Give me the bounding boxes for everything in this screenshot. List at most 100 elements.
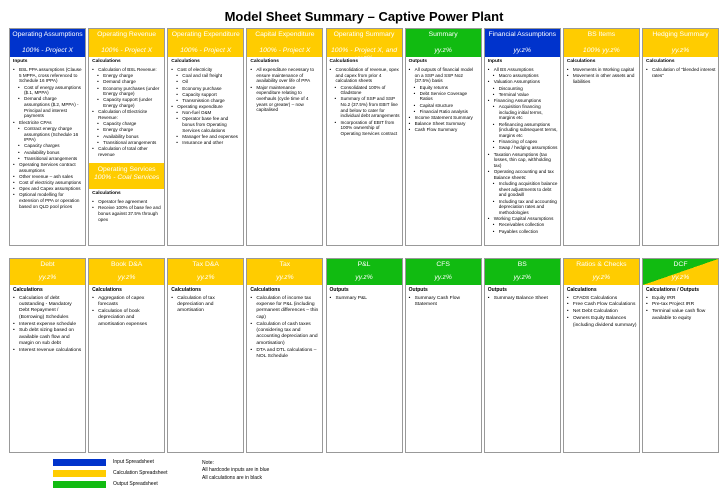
bullet-item: Cash Flow Summary (409, 127, 479, 133)
sheet-scope: yy.z% (38, 274, 57, 281)
bullet-item: Summary Cash Flow Statement (409, 296, 479, 309)
bullet-item: Receivables collection (488, 222, 558, 228)
sheet-body: CalculationsOperator fee agreementReceiv… (89, 189, 164, 222)
sheet-body: CalculationsCFADS CalculationsFree Cash … (564, 285, 639, 329)
sheet-title: Operating Assumptions (12, 31, 83, 38)
bullet-list: Summary P&L (330, 296, 400, 303)
bullet-item: Capital structure (409, 103, 479, 109)
bullet-item: All expenditure necessary to ensure main… (250, 67, 320, 84)
sheet-scope: yy.z% (355, 274, 373, 281)
sheet-scope: yy.z% (434, 47, 452, 54)
section-heading: Calculations (329, 59, 359, 64)
sheet-tax-danda[interactable]: Tax D&Ayy.z%CalculationsCalculation of t… (167, 258, 245, 453)
bullet-item: All BS Assumptions (488, 67, 558, 73)
section-heading: Calculations (92, 287, 122, 293)
bullet-list: Cost of electricityCoal and rail freight… (171, 67, 241, 146)
bullet-item: Free Cash Flow Calculations (567, 302, 637, 309)
bullet-item: DTA and DTL calculations – NOL Schedule (250, 348, 320, 361)
bullet-item: Macro assumptions (488, 73, 558, 79)
bullet-item: Availability bonus (92, 134, 162, 140)
section-heading: Calculations (250, 287, 281, 293)
sheet-body: CalculationsCalculation of debt outstand… (10, 285, 85, 355)
sheet-scope: 100% - Coal Services (93, 174, 160, 182)
bullet-item: Taxation Assumptions (tax losses, thin c… (488, 152, 558, 169)
bullet-item: Energy charge (92, 127, 162, 133)
bullet-item: Operator fee agreement (92, 199, 162, 205)
bullet-list: All BS AssumptionsMacro assumptionsValua… (488, 67, 558, 234)
sheet-title: Ratios & Checks (576, 261, 627, 268)
bullet-list: Calculation of "blended interest rates" (646, 67, 716, 78)
sheet-title: Capital Expenditure (255, 31, 315, 38)
legend-label: Input Spreadsheet (113, 459, 154, 465)
bullet-item: Cost of energy assumptions ($.1, MPPA) (13, 85, 83, 96)
section-heading: Inputs (13, 59, 28, 64)
bullet-item: Contract energy charge assumptions (Sche… (13, 126, 83, 143)
bullet-item: Calculation of tax depreciation and amor… (171, 296, 241, 315)
sheet-debt[interactable]: Debt yy.z% CalculationsCalculation of debt… (9, 258, 86, 453)
bullet-item: Capacity charges (13, 143, 83, 149)
section-heading: Calculations (171, 59, 200, 64)
bullet-item: Terminal value cash flow available to eq… (646, 309, 716, 322)
section-heading: Calculations (646, 59, 675, 64)
sheet-header: Capital Expenditure 100% - Project X (247, 29, 323, 57)
sheet-title: Debt (40, 261, 55, 268)
bullet-item: Summary Balance Sheet (488, 296, 558, 303)
sheet-body: CalculationsConsolidation of revenue, op… (327, 57, 402, 137)
bullet-list: Aggregation of capex forecastsCalculatio… (92, 296, 162, 328)
bullet-item: Payables collection (488, 229, 558, 235)
note-line: All hardcode inputs are in blue (202, 467, 270, 474)
bullet-item: Equity returns (409, 85, 479, 91)
sheet-pandl[interactable]: P&Lyy.z%OutputsSummary P&L (325, 258, 403, 453)
sheet-scope: yy.z% (513, 274, 532, 281)
sheet-title: Operating Services (97, 166, 156, 174)
bullet-item: BSL PPA assumptions (Clause 5 MPPA, cros… (13, 67, 83, 84)
sheet-scope: yy.z% (434, 274, 452, 281)
bullet-item: Equity IRR (646, 296, 716, 303)
sheet-scope: 100% - Project X (259, 47, 311, 54)
bullet-item: Operating Services contract assumptions (13, 162, 83, 173)
sheet-title: Hedging Summary (652, 31, 709, 38)
sheet-title: CFS (436, 261, 450, 268)
bullet-item: Calculation of cash taxes (considering t… (250, 322, 320, 348)
bullet-item: Consolidation of revenue, opex and capex… (330, 67, 400, 84)
section-heading: Outputs (487, 287, 507, 293)
bullet-item: Cost of electricity (171, 67, 241, 73)
legend-label: Calculation Spreadsheet (113, 470, 168, 476)
bullet-item: Refinancing assumptions (including subse… (488, 122, 558, 139)
sheet-body: CalculationsCalculation of income tax ex… (247, 285, 322, 360)
bullet-item: Energy charge (92, 73, 162, 79)
sheet-body: OutputsSummary P&L (327, 285, 402, 302)
bullet-item: Calculation of Electricite Revenue: (92, 109, 162, 120)
bullet-item: Calculation of book depreciation and amo… (92, 309, 162, 328)
sheet-body: InputsBSL PPA assumptions (Clause 5 MPPA… (10, 57, 85, 209)
section-heading: Calculations (566, 59, 596, 64)
sheet-title: Tax (279, 261, 291, 268)
section-heading: Calculations (566, 287, 597, 293)
section-heading: Calculations (92, 59, 121, 64)
sheet-book-danda[interactable]: Book D&Ayy.z%CalculationsAggregation of … (88, 258, 166, 453)
